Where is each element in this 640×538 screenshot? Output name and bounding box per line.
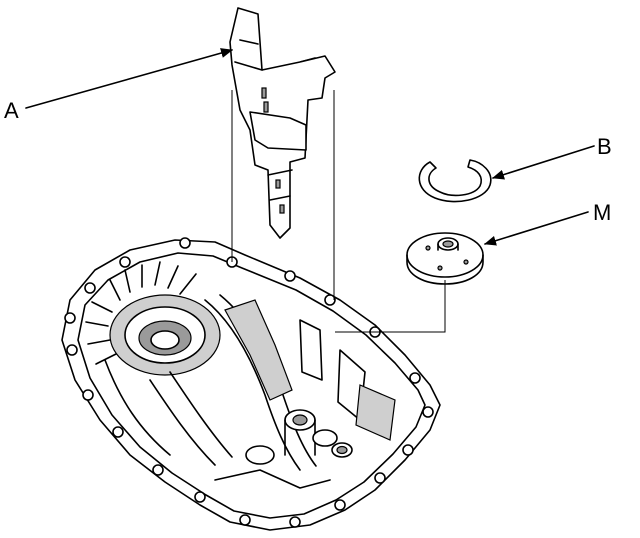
internal-ribs — [104, 294, 396, 489]
assembly-guide-lines — [231, 90, 446, 333]
label-a: A — [4, 98, 19, 123]
bearing-boss — [85, 261, 221, 376]
label-b: B — [597, 134, 612, 159]
housing-bosses — [245, 409, 353, 465]
baffle-plate-a — [229, 7, 336, 239]
magnet-disc-m — [406, 232, 484, 285]
bolt-holes — [64, 237, 434, 528]
callout-b: B — [492, 134, 612, 180]
label-m: M — [593, 200, 611, 225]
callout-a: A — [4, 48, 233, 123]
callout-m: M — [484, 200, 611, 246]
transmission-housing — [61, 237, 441, 531]
snap-ring-b — [418, 159, 492, 203]
